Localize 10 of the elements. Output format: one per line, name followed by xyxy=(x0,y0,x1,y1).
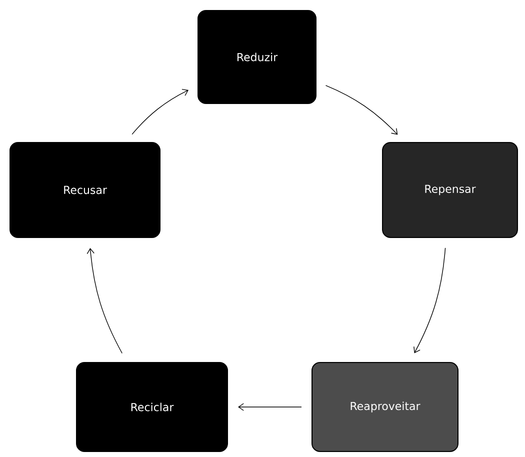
arrow xyxy=(132,88,189,135)
process-box: Reduzir xyxy=(198,10,316,104)
process-box: Recusar xyxy=(10,142,160,238)
arrow xyxy=(86,248,122,354)
arrow xyxy=(238,403,302,411)
process-box: Reaproveitar xyxy=(312,362,458,452)
process-box: Repensar xyxy=(382,142,518,238)
process-box: Reciclar xyxy=(76,362,228,452)
arrow xyxy=(414,248,446,354)
arrow xyxy=(325,85,398,135)
